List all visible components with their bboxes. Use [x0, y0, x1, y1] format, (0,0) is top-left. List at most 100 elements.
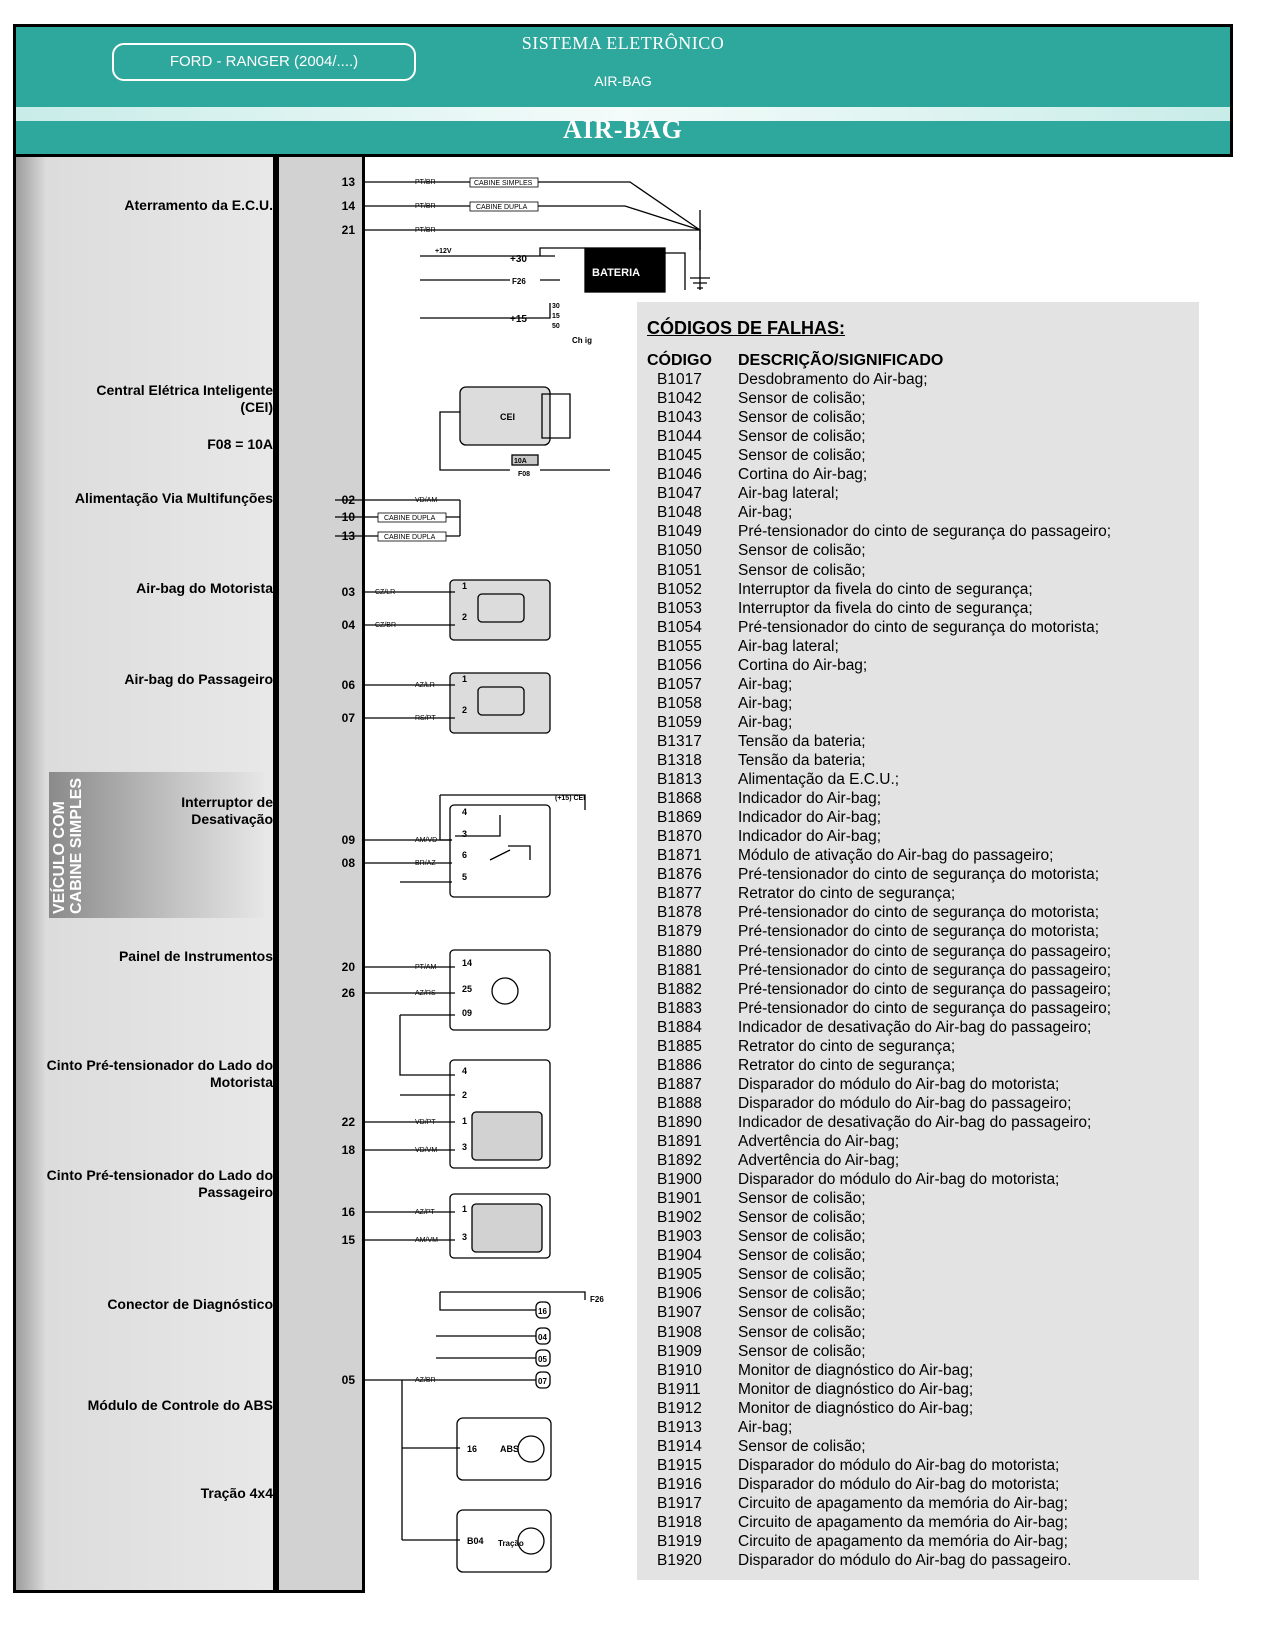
diag-pin-07: 07 — [538, 1377, 547, 1386]
battery-label: BATERIA — [592, 267, 640, 279]
fault-code: B1877 — [657, 885, 702, 903]
fault-code: B1914 — [657, 1437, 702, 1455]
fuse-10a-label: 10A — [514, 458, 527, 465]
switch-pin-6: 6 — [462, 850, 467, 860]
cei-module-label: CEI — [500, 412, 515, 422]
fault-code: B1047 — [657, 485, 702, 503]
fault-code: B1883 — [657, 999, 702, 1017]
b04-pin-label: B04 — [467, 1536, 484, 1546]
component-label-panel: VEÍCULO COM CABINE SIMPLES Aterramento d… — [13, 157, 276, 1593]
label-instrument-panel: Painel de Instrumentos — [118, 948, 273, 964]
fault-code: B1046 — [657, 466, 702, 484]
fault-description: Sensor de colisão; — [738, 1437, 866, 1455]
fault-description: Pré-tensionador do cinto de segurança do… — [738, 523, 1112, 541]
dpret-pin-3: 3 — [462, 1142, 467, 1152]
fault-code: B1908 — [657, 1323, 702, 1341]
fault-description: Monitor de diagnóstico do Air-bag; — [738, 1361, 974, 1379]
fault-description: Disparador do módulo do Air-bag do passa… — [738, 1094, 1072, 1112]
fault-description: Air-bag; — [738, 713, 793, 731]
col-header-code: CÓDIGO — [647, 352, 712, 369]
system-subtitle: AIR-BAG — [594, 73, 652, 89]
fault-code-row: B1914 Sensor de colisão; — [637, 1437, 1199, 1456]
fault-description: Módulo de ativação do Air-bag do passage… — [738, 847, 1054, 865]
fault-code: B1869 — [657, 809, 702, 827]
fault-code: B1045 — [657, 447, 702, 465]
fault-code: B1044 — [657, 428, 702, 446]
abs-module-label: ABS — [500, 1444, 519, 1454]
diag-pin-16: 16 — [538, 1307, 547, 1316]
fault-description: Monitor de diagnóstico do Air-bag; — [738, 1380, 974, 1398]
fault-description: Sensor de colisão; — [738, 1342, 866, 1360]
fault-code: B1885 — [657, 1037, 702, 1055]
fault-description: Air-bag; — [738, 504, 793, 522]
fault-description: Alimentação da E.C.U.; — [738, 771, 900, 789]
fault-description: Sensor de colisão; — [738, 1304, 866, 1322]
fault-code: B1912 — [657, 1399, 702, 1417]
wire-vdam: VD/AM — [415, 497, 437, 504]
fault-description: Disparador do módulo do Air-bag do motor… — [738, 1171, 1060, 1189]
switch-pin-3: 3 — [462, 829, 467, 839]
fault-description: Air-bag; — [738, 675, 793, 693]
fault-code: B1882 — [657, 980, 702, 998]
pass-airbag-pin-2: 2 — [462, 705, 467, 715]
fault-description: Interruptor da fivela do cinto de segura… — [738, 580, 1033, 598]
label-driver-pretensioner: Cinto Pré-tensionador do Lado do Motoris… — [46, 1057, 273, 1090]
wire-amvd: AM/VD — [415, 837, 437, 844]
tag-cabine-dupla-3: CABINE DUPLA — [384, 534, 436, 541]
pass-airbag-pin-1: 1 — [462, 674, 467, 684]
wire-ptbr-3: PT/BR — [415, 227, 436, 234]
fault-code: B1902 — [657, 1209, 702, 1227]
fault-description: Sensor de colisão; — [738, 1209, 866, 1227]
fault-code: B1868 — [657, 790, 702, 808]
fault-description: Interruptor da fivela do cinto de segura… — [738, 599, 1033, 617]
tag-cabine-dupla-2: CABINE DUPLA — [384, 515, 436, 522]
fault-description: Tensão da bateria; — [738, 732, 866, 750]
wire-ptbr-2: PT/BR — [415, 203, 436, 210]
fault-code: B1058 — [657, 694, 702, 712]
label-diagnostic-connector: Conector de Diagnóstico — [107, 1296, 273, 1312]
tracao-module-label: Tração — [498, 1539, 524, 1548]
fault-code: B1053 — [657, 599, 702, 617]
label-f08: F08 = 10A — [207, 436, 273, 452]
fault-code: B1918 — [657, 1514, 702, 1531]
fault-code: B1892 — [657, 1152, 702, 1170]
fault-description: Air-bag lateral; — [738, 637, 839, 655]
fault-description: Monitor de diagnóstico do Air-bag; — [738, 1399, 974, 1417]
fault-description: Pré-tensionador do cinto de segurança do… — [738, 904, 1100, 922]
label-ecu-ground: Aterramento da E.C.U. — [124, 197, 273, 213]
ppret-pin-3: 3 — [462, 1232, 467, 1242]
fault-description: Sensor de colisão; — [738, 561, 866, 579]
panel-pin-09: 09 — [462, 1008, 472, 1018]
fault-code: B1916 — [657, 1475, 702, 1493]
fault-description: Indicador do Air-bag; — [738, 828, 882, 846]
label-plus15: +15 — [510, 314, 527, 325]
fault-code: B1880 — [657, 942, 702, 960]
wire-ptam: PT/AM — [415, 964, 437, 971]
fault-code: B1909 — [657, 1342, 702, 1360]
dpret-pin-2: 2 — [462, 1090, 467, 1100]
wire-azpt: AZ/PT — [415, 1209, 436, 1216]
fault-code: B1906 — [657, 1285, 702, 1303]
fault-code: B1813 — [657, 771, 702, 789]
fault-code: B1318 — [657, 752, 702, 769]
abs-pin-16: 16 — [467, 1444, 477, 1454]
fault-code: B1870 — [657, 828, 702, 846]
